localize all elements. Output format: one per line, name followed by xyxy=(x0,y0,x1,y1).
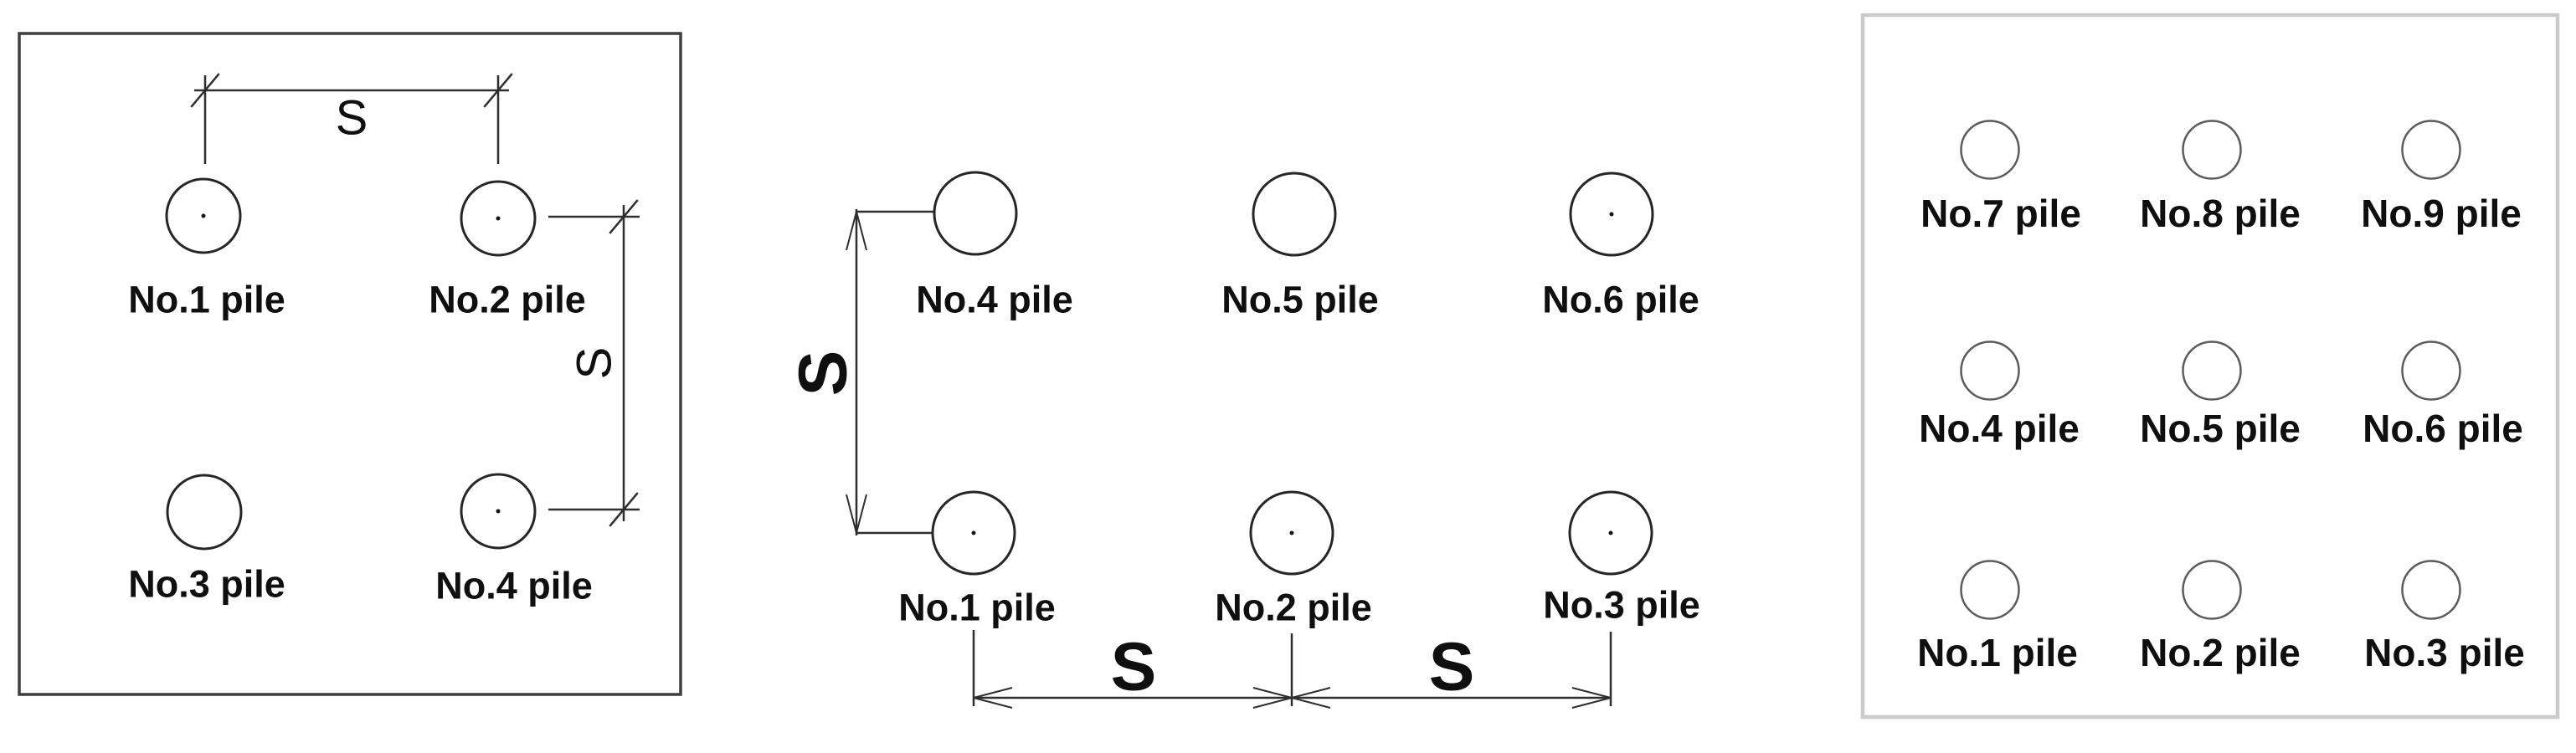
pile-label: No.5 pile xyxy=(1221,279,1379,321)
dimension-arrowhead xyxy=(846,494,857,534)
pile-label: No.9 pile xyxy=(2361,192,2522,235)
dimension-arrowhead xyxy=(1291,687,1331,699)
four-pile-group-box xyxy=(18,32,682,696)
pile-circle xyxy=(2182,341,2242,401)
pile-center-dot xyxy=(1609,212,1614,217)
pile-label: No.5 pile xyxy=(2140,407,2301,450)
dimension-tick xyxy=(609,199,639,234)
pile-label: No.2 pile xyxy=(429,279,586,321)
pile-label: No.2 pile xyxy=(1215,587,1372,629)
pile-center-dot xyxy=(971,530,976,535)
pile-label: No.6 pile xyxy=(1542,279,1699,321)
pile-label: No.1 pile xyxy=(128,279,285,321)
pile-center-dot xyxy=(496,509,501,514)
pile-circle xyxy=(2182,120,2242,180)
pile-label: No.7 pile xyxy=(1920,192,2081,235)
pile-label: No.2 pile xyxy=(2140,631,2301,674)
pile-circle xyxy=(166,474,243,551)
dimension-arrowhead xyxy=(856,211,867,251)
dimension-tick xyxy=(190,73,220,108)
pile-circle xyxy=(933,171,1018,256)
pile-label: No.8 pile xyxy=(2140,192,2301,235)
pile-label: No.3 pile xyxy=(2364,631,2525,674)
pile-circle xyxy=(1960,120,2020,180)
pile-circle xyxy=(1960,560,2020,620)
dimension-spacing-label: S xyxy=(785,351,861,397)
pile-label: No.4 pile xyxy=(916,279,1073,321)
pile-circle xyxy=(2401,120,2461,180)
pile-circle xyxy=(2401,341,2461,401)
dimension-arrowhead xyxy=(1571,687,1612,699)
pile-center-dot xyxy=(1289,530,1294,535)
dimension-spacing-label: S xyxy=(1111,629,1157,705)
dimension-arrowhead xyxy=(1291,697,1331,709)
pile-label: No.3 pile xyxy=(1543,584,1700,627)
pile-label: No.3 pile xyxy=(128,563,285,606)
dimension-arrowhead xyxy=(973,697,1013,709)
pile-circle xyxy=(2401,560,2461,620)
pile-label: No.4 pile xyxy=(435,565,593,607)
dimension-spacing-label: S xyxy=(1429,629,1475,705)
dimension-arrowhead xyxy=(1252,687,1293,699)
dimension-spacing-label: S xyxy=(336,91,368,146)
pile-label: No.4 pile xyxy=(1919,407,2080,450)
dimension-spacing-label: S xyxy=(568,347,622,380)
dimension-arrowhead xyxy=(1571,697,1612,709)
pile-circle xyxy=(1252,172,1337,257)
pile-label: No.6 pile xyxy=(2363,407,2523,450)
pile-center-dot xyxy=(496,216,501,221)
pile-circle xyxy=(1960,341,2020,401)
pile-label: No.1 pile xyxy=(898,587,1056,629)
dimension-arrowhead xyxy=(846,211,857,251)
dimension-arrowhead xyxy=(973,687,1013,699)
pile-center-dot xyxy=(1608,530,1613,535)
dimension-tick xyxy=(483,73,513,108)
dimension-arrowhead xyxy=(1252,697,1293,709)
pile-label: No.1 pile xyxy=(1917,631,2078,674)
dimension-tick xyxy=(609,492,639,527)
pile-center-dot xyxy=(201,213,206,218)
nine-pile-group-box xyxy=(1860,13,2560,720)
pile-circle xyxy=(2182,560,2242,620)
dimension-arrowhead xyxy=(856,494,867,534)
